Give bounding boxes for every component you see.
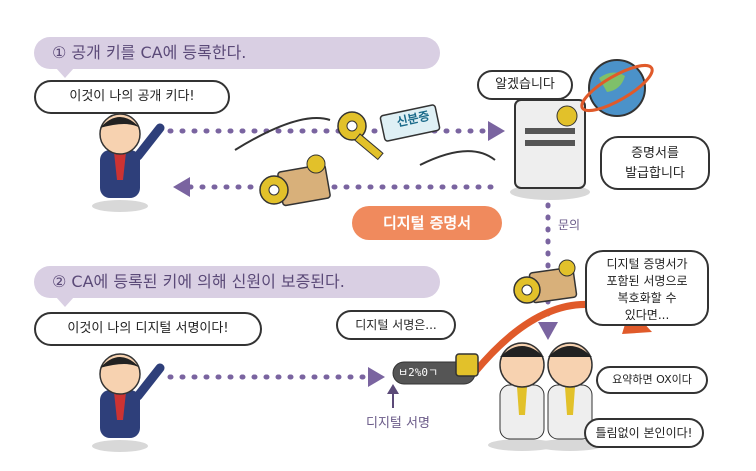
person-detective-right [536,342,604,451]
signature-text: ㅂ2%0ㄱ [398,366,439,379]
person-top-left [92,113,165,212]
speech-identity: 틀림없이 본인이다! [584,418,704,448]
arrow-head-right-2 [368,367,385,387]
arrow-head-right-1 [488,121,505,141]
speech-summary: 요약하면 OX이다 [596,366,708,394]
arrow-head-left [173,177,190,197]
curve-to-ca [234,117,331,151]
certificate-key-icon [259,154,331,207]
globe-icon [580,59,654,117]
arrow-head-down [538,322,558,340]
person-detective-left [488,342,556,451]
speech-decrypt: 디지털 증명서가 포함된 서명으로 복호화할 수 있다면... [585,250,709,326]
speech-ok: 알겠습니다 [477,70,573,100]
certificate-label: 디지털 증명서 [352,206,502,240]
lock-icon [455,353,479,377]
step2-text: ② CA에 등록된 키에 의해 신원이 보증된다. [52,272,345,291]
step1-banner: ① 공개 키를 CA에 등록한다. [34,37,440,78]
inquiry-label: 문의 [558,218,581,232]
key-icon-top [337,111,384,161]
speech-signature-line: 이것이 나의 디지털 서명이다! [34,312,262,346]
speech-signature-is: 디지털 서명은... [336,310,456,340]
ca-server-icon [510,99,590,200]
step1-text: ① 공개 키를 CA에 등록한다. [52,43,247,62]
person-bottom-left [92,353,165,452]
curve-from-ca [419,150,496,166]
speech-issue: 증명서를 발급합니다 [600,136,710,190]
signature-label: 디지털 서명 [366,416,430,431]
certificate-key-lower [513,259,578,304]
speech-public-key: 이것이 나의 공개 키다! [34,80,230,114]
step2-banner: ② CA에 등록된 키에 의해 신원이 보증된다. [34,266,440,307]
id-card-icon [379,104,441,142]
